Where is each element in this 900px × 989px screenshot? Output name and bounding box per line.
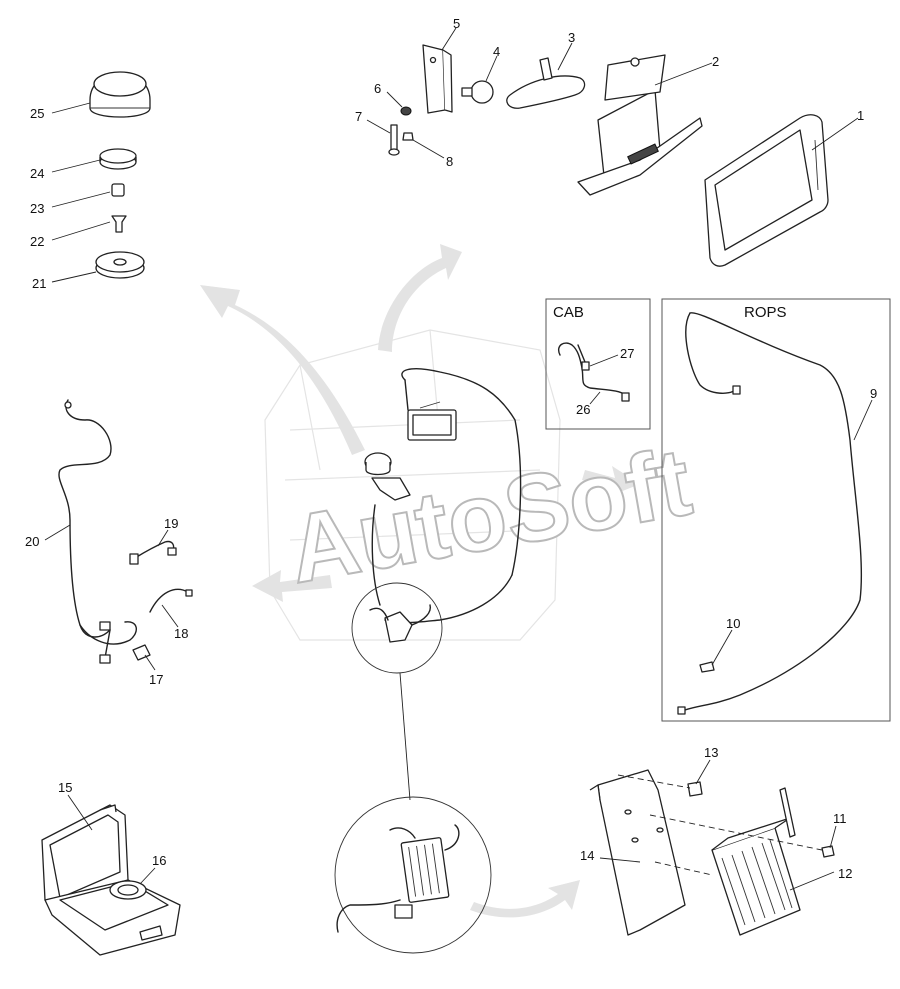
connector-detail-upper bbox=[369, 604, 432, 643]
zoom-circle-upper bbox=[351, 582, 443, 674]
nut-8 bbox=[402, 132, 414, 141]
mounting-plate-14 bbox=[589, 769, 686, 936]
callout-24: 24 bbox=[30, 166, 44, 181]
callout-26: 26 bbox=[576, 402, 590, 417]
rops-label: ROPS bbox=[744, 304, 787, 321]
callout-8: 8 bbox=[446, 154, 453, 169]
nut-13 bbox=[687, 781, 703, 797]
insert-16 bbox=[117, 884, 139, 896]
connector-17 bbox=[132, 644, 151, 661]
harness-20 bbox=[58, 399, 137, 664]
callout-3: 3 bbox=[568, 30, 575, 45]
tractor-ghost-outline bbox=[264, 329, 561, 641]
cradle-bracket-2 bbox=[577, 54, 703, 196]
center-antenna-icon bbox=[364, 452, 411, 501]
washer-6 bbox=[400, 106, 412, 116]
callout-5: 5 bbox=[453, 16, 460, 31]
callout-10: 10 bbox=[726, 616, 740, 631]
callout-23: 23 bbox=[30, 201, 44, 216]
callout-1: 1 bbox=[857, 108, 864, 123]
spacer-23 bbox=[111, 183, 125, 197]
leader-lines bbox=[44, 27, 873, 891]
watermark-text: AutoSoft bbox=[281, 428, 699, 604]
ram-arm-3 bbox=[506, 57, 586, 109]
callout-16: 16 bbox=[152, 853, 166, 868]
bracket-5 bbox=[422, 44, 453, 114]
callout-25: 25 bbox=[30, 106, 44, 121]
arrow-to-harness bbox=[252, 570, 332, 602]
callout-7: 7 bbox=[355, 109, 362, 124]
callout-17: 17 bbox=[149, 672, 163, 687]
center-harness-assembly bbox=[351, 368, 522, 801]
callout-22: 22 bbox=[30, 234, 44, 249]
callout-21: 21 bbox=[32, 276, 46, 291]
gray-direction-arrows bbox=[200, 244, 640, 918]
screw-22 bbox=[111, 215, 127, 233]
cable-18 bbox=[149, 588, 193, 613]
watermark: AutoSoft bbox=[280, 427, 700, 605]
cable-19 bbox=[129, 540, 177, 565]
display-1 bbox=[704, 114, 829, 267]
radio-antenna-12 bbox=[779, 787, 796, 838]
callout-27: 27 bbox=[620, 346, 634, 361]
cab-label: CAB bbox=[553, 304, 584, 321]
bolt-7 bbox=[388, 124, 400, 156]
callout-2: 2 bbox=[712, 54, 719, 69]
callout-6: 6 bbox=[374, 81, 381, 96]
arrow-to-display bbox=[378, 244, 462, 352]
callout-numbers: 1 2 3 4 5 6 7 8 9 10 11 12 13 14 15 16 1… bbox=[25, 16, 877, 881]
mount-24 bbox=[99, 148, 137, 170]
center-display-icon bbox=[407, 401, 457, 441]
callout-11: 11 bbox=[833, 811, 847, 826]
callout-19: 19 bbox=[164, 516, 178, 531]
magnet-base-21 bbox=[95, 251, 145, 279]
callout-14: 14 bbox=[580, 848, 594, 863]
callout-18: 18 bbox=[174, 626, 188, 641]
ball-4 bbox=[461, 80, 494, 104]
arrow-to-controller bbox=[470, 880, 580, 918]
callout-4: 4 bbox=[493, 44, 500, 59]
callout-20: 20 bbox=[25, 534, 39, 549]
arrow-to-antenna bbox=[200, 285, 365, 455]
callout-13: 13 bbox=[704, 745, 718, 760]
callout-12: 12 bbox=[838, 866, 852, 881]
screw-11 bbox=[821, 845, 835, 858]
rops-box: ROPS bbox=[661, 298, 891, 722]
carry-case-15 bbox=[41, 804, 181, 956]
zoom-circle-lower bbox=[334, 796, 492, 954]
cab-box: CAB bbox=[545, 298, 651, 430]
callout-9: 9 bbox=[870, 386, 877, 401]
controller-12 bbox=[711, 817, 801, 936]
arrow-to-rops bbox=[582, 466, 640, 496]
antenna-25 bbox=[89, 71, 151, 118]
callout-15: 15 bbox=[58, 780, 72, 795]
